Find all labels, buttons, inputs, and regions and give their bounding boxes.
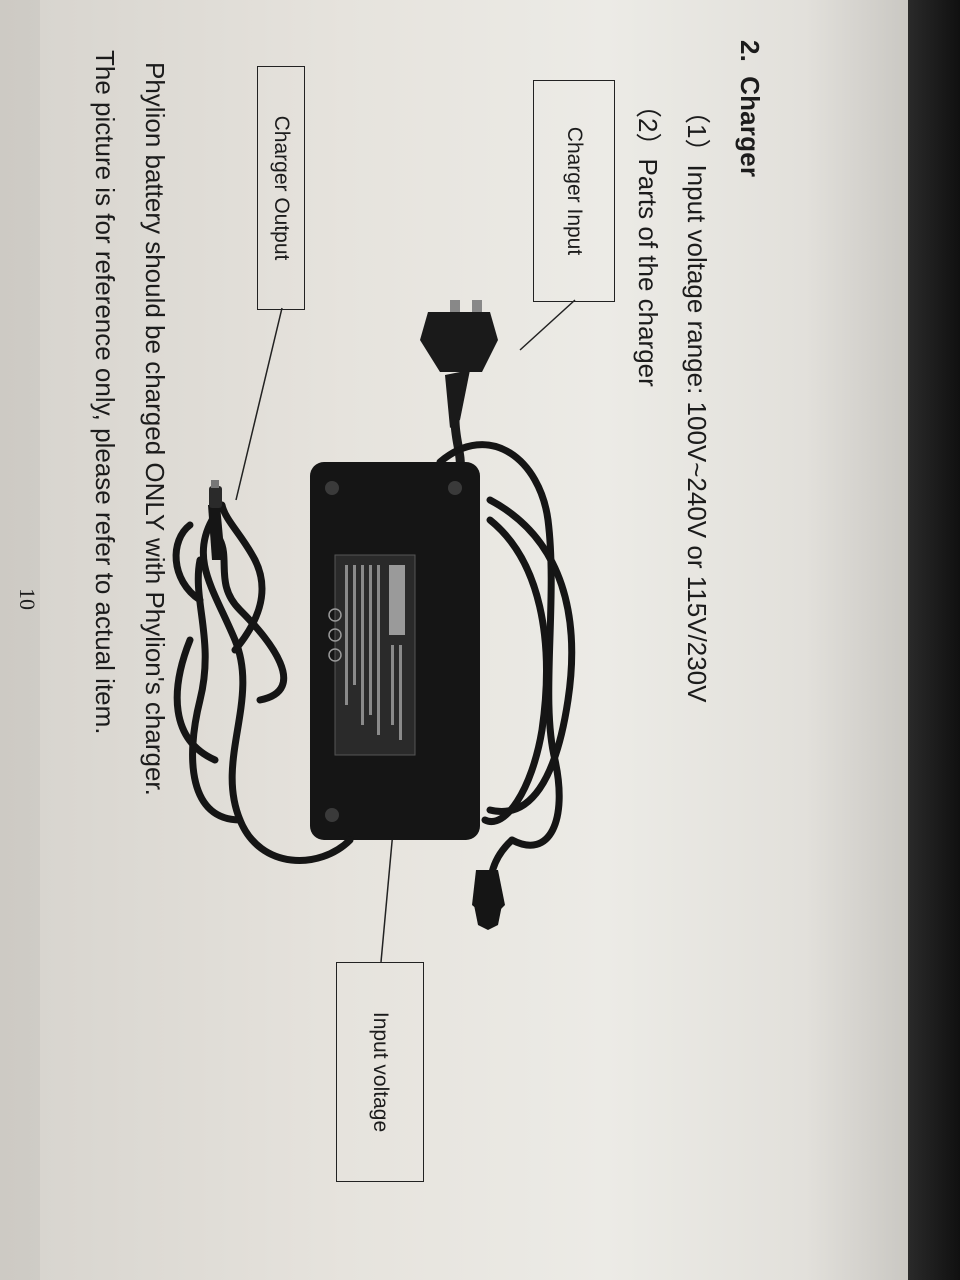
page-number: 10 — [15, 588, 40, 610]
c5-connector — [472, 870, 505, 930]
ac-plug — [420, 300, 498, 428]
ac-cord-coil — [436, 441, 576, 909]
leader-line-charger-input — [519, 299, 576, 351]
charging-note: Phylion battery should be charged ONLY w… — [140, 62, 170, 796]
leader-line-charger-output — [235, 307, 283, 501]
callout-charger-output: Charger Output — [257, 66, 305, 310]
book-binding-edge — [908, 0, 960, 1280]
callout-charger-input: Charger Input — [533, 80, 615, 302]
reference-note: The picture is for reference only, pleas… — [90, 50, 120, 735]
charger-body — [310, 462, 480, 840]
dc-barrel-plug — [208, 480, 225, 560]
callout-input-voltage: Input voltage — [336, 962, 424, 1182]
dc-cord-coil — [172, 501, 354, 864]
